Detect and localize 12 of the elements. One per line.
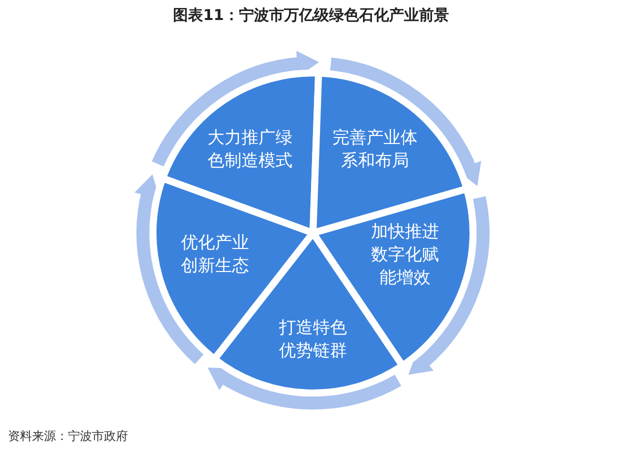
slice-label: 大力推广绿色制造模式 <box>206 127 294 173</box>
title: 图表11：宁波市万亿级绿色石化产业前景 <box>172 6 450 25</box>
slice-label: 加快推进数字化赋能增效 <box>370 220 440 290</box>
curved-arrow <box>152 51 319 167</box>
curved-arrow <box>207 368 401 410</box>
slice-label: 完善产业体系和布局 <box>332 127 418 173</box>
curved-arrow <box>330 58 481 186</box>
source-note: 资料来源：宁波市政府 <box>8 428 128 445</box>
curved-arrow <box>134 174 204 364</box>
slice-label: 优化产业创新生态 <box>180 232 250 278</box>
curved-arrow <box>409 196 490 376</box>
slice-label: 打造特色优势链群 <box>278 317 348 363</box>
